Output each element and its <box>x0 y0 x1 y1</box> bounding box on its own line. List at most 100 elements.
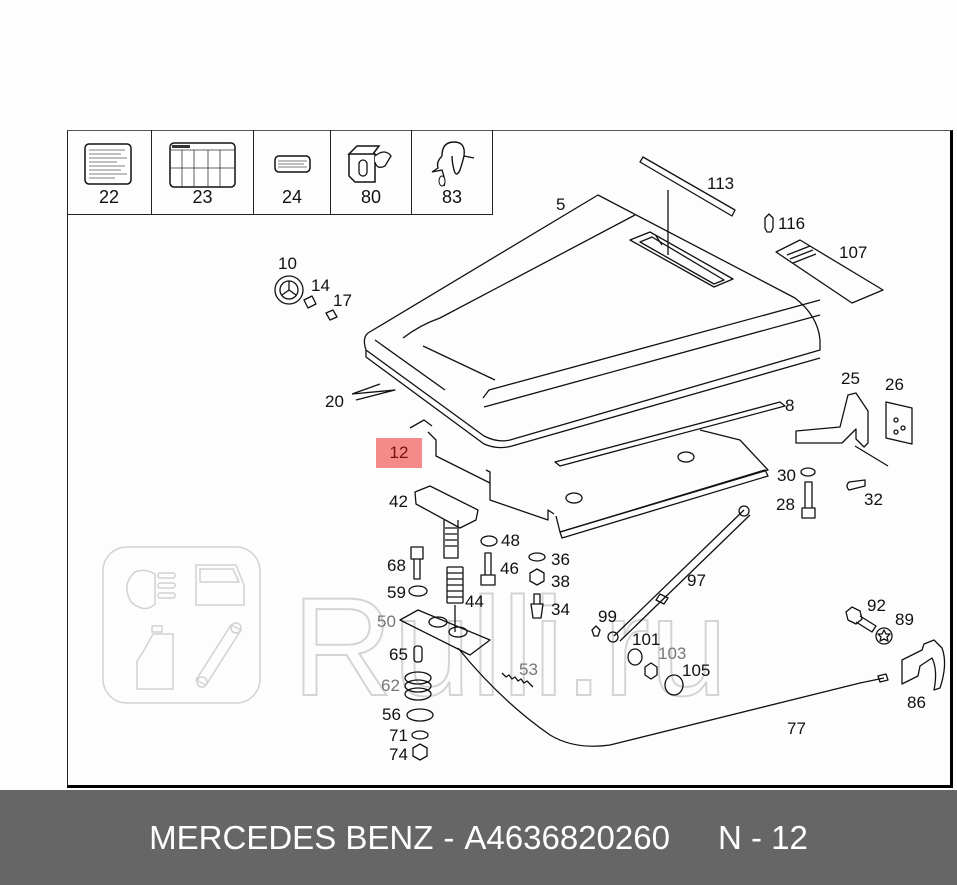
clip-part-71 <box>411 730 429 740</box>
callout-12-label: 12 <box>389 443 409 462</box>
callout-28[interactable]: 28 <box>776 495 795 514</box>
latch-support-panel <box>409 419 769 539</box>
legend-cell-80[interactable]: 80 <box>331 130 412 214</box>
rubber-part-62 <box>404 671 432 685</box>
callout-48[interactable]: 48 <box>501 531 520 550</box>
release-cable-part-77 <box>457 647 885 747</box>
release-handle-part-86 <box>901 639 946 691</box>
strip-part-20 <box>351 383 396 401</box>
support-rod-part-8 <box>554 401 786 467</box>
legend-cell-24[interactable]: 24 <box>254 130 331 214</box>
footer-caption: MERCEDES BENZ - A4636820260 N - 12 <box>0 790 957 885</box>
callout-10[interactable]: 10 <box>278 254 297 273</box>
callout-5[interactable]: 5 <box>556 195 566 214</box>
washer-part-101 <box>627 648 643 666</box>
spring-part-44 <box>447 566 463 604</box>
cable-holder-clip-icon <box>347 145 392 183</box>
washer-part-89 <box>875 627 893 645</box>
tyre-pressure-label-icon <box>169 142 236 188</box>
hinge-part-25 <box>795 392 869 448</box>
callout-116[interactable]: 116 <box>778 214 806 233</box>
callout-59[interactable]: 59 <box>387 583 406 602</box>
legend-cell-22[interactable]: 22 <box>67 130 152 214</box>
washer-part-59 <box>408 585 428 597</box>
pin-part-65 <box>413 645 423 663</box>
spring-part-53 <box>501 672 534 688</box>
nut-part-74 <box>412 743 428 761</box>
position-label: N - 12 <box>717 818 808 856</box>
washer-part-36 <box>528 552 546 562</box>
callout-20[interactable]: 20 <box>325 392 344 411</box>
callout-14[interactable]: 14 <box>311 276 330 295</box>
part-number: A4636820260 <box>464 818 670 856</box>
legend-number: 23 <box>192 187 213 207</box>
clip-part-99 <box>591 625 601 637</box>
nut-part-38 <box>529 568 545 586</box>
callout-46[interactable]: 46 <box>500 559 519 578</box>
plate-part-26 <box>885 401 913 445</box>
callout-99[interactable]: 99 <box>598 607 617 626</box>
grommet-part-14 <box>303 295 317 309</box>
callout-71[interactable]: 71 <box>389 726 408 745</box>
callout-65[interactable]: 65 <box>389 645 408 664</box>
nut-part-17 <box>325 309 338 321</box>
callout-32[interactable]: 32 <box>864 490 883 509</box>
legend-strip: 22 23 24 80 83 <box>67 130 493 215</box>
callout-68[interactable]: 68 <box>387 556 406 575</box>
callout-101[interactable]: 101 <box>632 630 661 649</box>
callout-12-highlighted[interactable]: 12 <box>376 438 422 468</box>
callout-77[interactable]: 77 <box>787 719 806 738</box>
callout-53[interactable]: 53 <box>519 660 538 679</box>
base-plate-part-50 <box>399 609 491 656</box>
emblem-part-10 <box>274 275 304 305</box>
legend-cell-83[interactable]: 83 <box>412 130 493 214</box>
callout-113[interactable]: 113 <box>707 174 735 193</box>
legend-number: 83 <box>441 187 463 207</box>
hood-latch-part-42 <box>414 485 479 529</box>
callout-103[interactable]: 103 <box>658 644 687 663</box>
screw-part-32 <box>846 479 866 491</box>
callout-26[interactable]: 26 <box>885 375 904 394</box>
callout-89[interactable]: 89 <box>895 610 914 629</box>
bolt-part-28 <box>801 481 816 519</box>
callout-8[interactable]: 8 <box>785 396 795 415</box>
gas-strut-part-97 <box>613 509 751 642</box>
callout-50[interactable]: 50 <box>377 612 396 631</box>
brand-name: MERCEDES BENZ <box>149 818 434 856</box>
callout-36[interactable]: 36 <box>551 550 570 569</box>
legend-number: 22 <box>98 187 120 207</box>
buffer-part-34 <box>530 593 544 619</box>
callout-44[interactable]: 44 <box>465 592 484 611</box>
washer-part-30 <box>800 467 816 477</box>
small-label-icon <box>274 155 311 173</box>
legend-cell-23[interactable]: 23 <box>152 130 254 214</box>
separator: - <box>443 818 455 856</box>
instruction-label-icon <box>84 143 132 185</box>
callout-42[interactable]: 42 <box>389 492 408 511</box>
lock-washer-part-48 <box>480 535 498 547</box>
clip-part-116 <box>764 213 774 233</box>
legend-number: 80 <box>360 187 382 207</box>
callout-56[interactable]: 56 <box>382 705 401 724</box>
callout-74[interactable]: 74 <box>389 745 408 764</box>
washer-part-56 <box>406 708 434 722</box>
cover-plate-part-107 <box>775 239 884 304</box>
callout-62[interactable]: 62 <box>381 676 400 695</box>
bolt-part-92 <box>845 606 877 633</box>
callout-34[interactable]: 34 <box>551 600 570 619</box>
bushing-part-105 <box>664 674 684 696</box>
callout-105[interactable]: 105 <box>682 661 711 680</box>
callout-38[interactable]: 38 <box>551 572 570 591</box>
callout-30[interactable]: 30 <box>777 466 796 485</box>
callout-25[interactable]: 25 <box>841 369 860 388</box>
callout-107[interactable]: 107 <box>839 243 868 262</box>
callout-17[interactable]: 17 <box>333 291 352 310</box>
callout-97[interactable]: 97 <box>687 571 706 590</box>
callout-92[interactable]: 92 <box>867 596 886 615</box>
legend-number: 24 <box>281 187 303 207</box>
bolt-part-46 <box>480 552 496 586</box>
callout-86[interactable]: 86 <box>907 693 926 712</box>
hood-panel-part-5 <box>363 194 821 449</box>
seal-strip-part-113 <box>639 156 736 217</box>
